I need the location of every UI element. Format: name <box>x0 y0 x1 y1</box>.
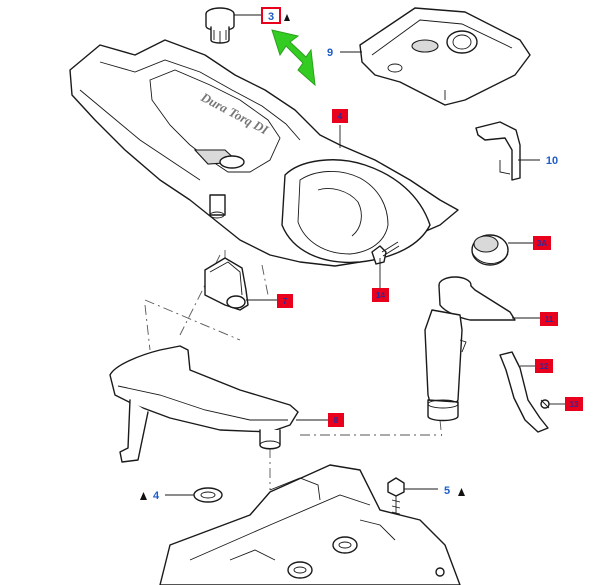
callout-14: 14 <box>372 288 389 302</box>
svg-text:13: 13 <box>570 400 579 409</box>
bracket-10 <box>475 121 521 181</box>
top-cover-panel <box>359 7 531 106</box>
svg-text:3A: 3A <box>537 239 547 248</box>
svg-text:8: 8 <box>334 416 339 425</box>
triangle-icon <box>458 488 465 496</box>
callout-10: 10 <box>546 155 558 167</box>
oil-filler-cap <box>205 7 235 44</box>
triangle-icon <box>140 492 147 500</box>
callout-13: 13 <box>565 397 583 411</box>
svg-text:11: 11 <box>545 315 554 324</box>
turbo-housing <box>281 144 441 264</box>
triangle-icon <box>284 14 290 21</box>
callout-7: 7 <box>277 294 293 308</box>
seal-washer <box>193 487 223 503</box>
callout-3a: 3A <box>533 236 551 250</box>
leader-lines <box>165 14 565 496</box>
svg-text:3: 3 <box>268 11 274 23</box>
bracket-12 <box>499 351 549 433</box>
air-intake-tube <box>424 276 516 422</box>
svg-text:7: 7 <box>283 297 288 306</box>
svg-text:4: 4 <box>338 112 343 121</box>
callout-3: 3 <box>261 7 290 24</box>
bolt-5 <box>387 477 405 516</box>
cylinder-head <box>159 464 461 585</box>
grommet-3a <box>471 234 509 266</box>
bolt-14 <box>371 241 400 265</box>
callout-4-top: 4 <box>332 109 348 123</box>
callout-9: 9 <box>327 47 333 59</box>
nut-13 <box>540 399 550 409</box>
callout-11: 11 <box>540 312 558 326</box>
svg-text:12: 12 <box>540 362 549 371</box>
svg-text:14: 14 <box>376 291 385 300</box>
callout-5: 5 <box>444 485 450 497</box>
callout-4-bottom: 4 <box>153 490 160 502</box>
clip-7 <box>204 257 249 311</box>
green-arrow <box>271 29 316 87</box>
callout-8: 8 <box>328 413 344 427</box>
intake-pipe-8 <box>109 345 299 463</box>
callout-12: 12 <box>535 359 553 373</box>
